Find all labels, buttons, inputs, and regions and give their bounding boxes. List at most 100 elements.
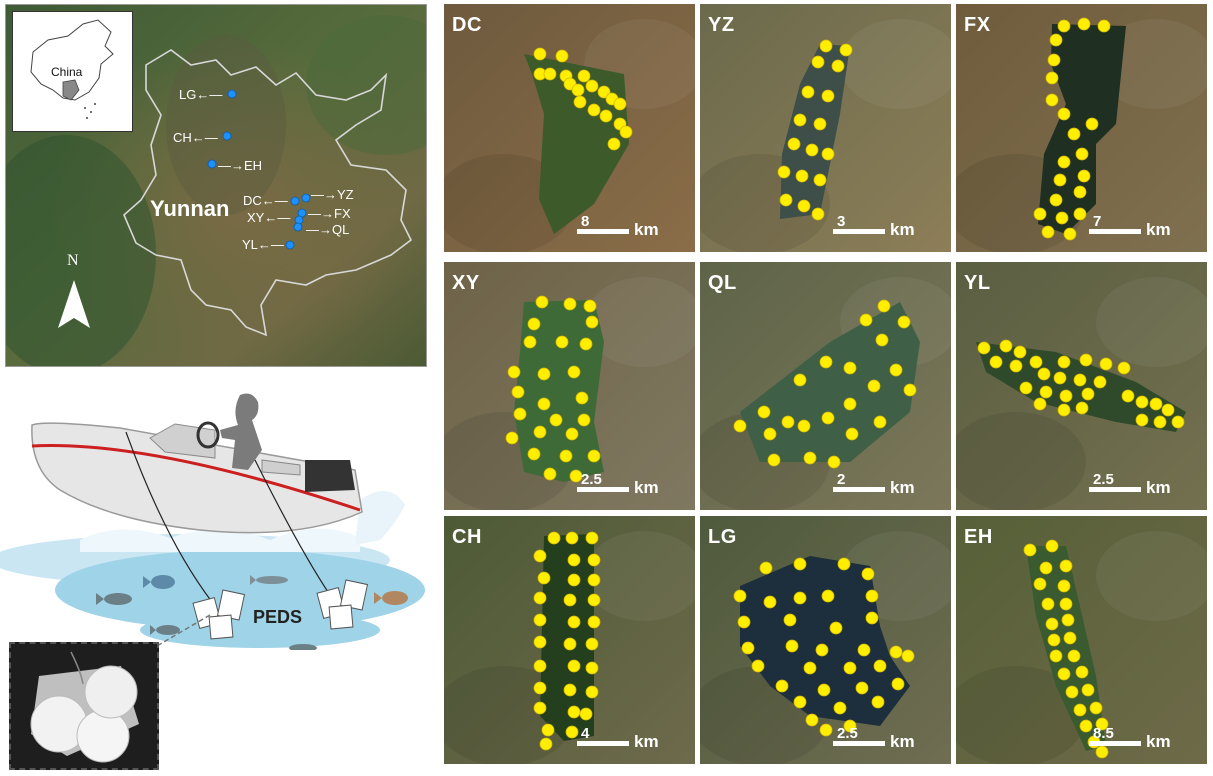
scale-line [577, 741, 629, 746]
sampling-point [865, 611, 879, 625]
peds-sampler-right [316, 579, 369, 630]
sampling-point [859, 313, 873, 327]
scale-line [833, 229, 885, 234]
panel-label-dc: DC [452, 14, 482, 36]
sampling-point [1121, 389, 1135, 403]
sampling-point [567, 573, 581, 587]
sampling-point [585, 79, 599, 93]
sampling-point [901, 649, 915, 663]
sampling-point [989, 355, 1003, 369]
sampling-point [821, 147, 835, 161]
sampling-point [821, 411, 835, 425]
sampling-point [1057, 155, 1071, 169]
lake-shape-dc [524, 54, 629, 234]
sampling-point [759, 561, 773, 575]
sampling-point [733, 589, 747, 603]
site-marker-ql [293, 222, 303, 232]
sampling-point [549, 413, 563, 427]
sampling-point [585, 685, 599, 699]
boat-stripe [31, 444, 361, 512]
sampling-point [1033, 397, 1047, 411]
sampling-point [1077, 169, 1091, 183]
sampling-point [843, 397, 857, 411]
sampling-point [741, 641, 755, 655]
site-marker-dc [290, 196, 300, 206]
sampling-point [1045, 71, 1059, 85]
sampling-point [1079, 353, 1093, 367]
sampling-point [1053, 173, 1067, 187]
sampling-point [523, 335, 537, 349]
sampling-point [1059, 389, 1073, 403]
sampling-point [619, 125, 633, 139]
sampling-point [837, 557, 851, 571]
region-label: Yunnan [150, 196, 230, 221]
sampling-point [777, 165, 791, 179]
sampling-point [1049, 33, 1063, 47]
sampling-point [527, 317, 541, 331]
fish-icons [96, 575, 408, 650]
sampling-point [855, 681, 869, 695]
scale-bar-ch: 4 km [577, 716, 687, 756]
sampling-point [533, 659, 547, 673]
sampling-point [865, 589, 879, 603]
sampling-point [1057, 667, 1071, 681]
sampling-point [1019, 381, 1033, 395]
sampling-point [803, 661, 817, 675]
sampling-point [1047, 53, 1061, 67]
scale-unit: km [634, 220, 659, 239]
sampling-point [785, 639, 799, 653]
sampling-point [607, 137, 621, 151]
lake-shape-ch [540, 534, 594, 741]
panel-label-yz: YZ [708, 14, 735, 36]
sampling-point [1061, 613, 1075, 627]
panel-label-ql: QL [708, 272, 737, 294]
scale-unit: km [1146, 478, 1171, 497]
sampling-point [543, 467, 557, 481]
sampling-point [873, 415, 887, 429]
sampling-point [1077, 17, 1091, 31]
sampling-point [1073, 207, 1087, 221]
sampling-point [1063, 631, 1077, 645]
scale-bar-yz: 3 km [833, 204, 943, 244]
sampling-point [533, 549, 547, 563]
sampling-point [1013, 345, 1027, 359]
sampling-point [597, 85, 611, 99]
sampling-point [507, 365, 521, 379]
sampling-point [843, 719, 857, 733]
sampling-point [803, 451, 817, 465]
sampling-point [587, 103, 601, 117]
sampling-point [1063, 227, 1077, 241]
sampling-point [861, 567, 875, 581]
overview-satellite-map: China Yunnan N LG←— CH←— —→EH DC←— —→YZ … [5, 4, 427, 367]
scale-line [833, 487, 885, 492]
sampling-point [527, 447, 541, 461]
sampling-point [543, 67, 557, 81]
sampling-point [821, 589, 835, 603]
peds-label: PEDS [253, 607, 303, 627]
peds-sampler-left [192, 589, 246, 640]
site-label-yz: —→YZ [311, 187, 354, 202]
site-label-dc: DC←— [243, 193, 288, 208]
sampling-point [811, 55, 825, 69]
sampling-point [587, 449, 601, 463]
north-arrow-icon [58, 280, 90, 328]
sampling-point [585, 661, 599, 675]
sampling-point [1057, 19, 1071, 33]
sampling-point [797, 199, 811, 213]
sampling-point [1045, 539, 1059, 553]
sampling-point [813, 117, 827, 131]
scale-line [1089, 741, 1141, 746]
sampling-point [1053, 371, 1067, 385]
sampling-point [1041, 225, 1055, 239]
sampling-point [999, 339, 1013, 353]
sampling-point [1073, 373, 1087, 387]
sampling-point [1085, 117, 1099, 131]
sampling-point [565, 531, 579, 545]
scale-value: 2.5 [581, 471, 602, 488]
sampler-photo [9, 642, 159, 770]
